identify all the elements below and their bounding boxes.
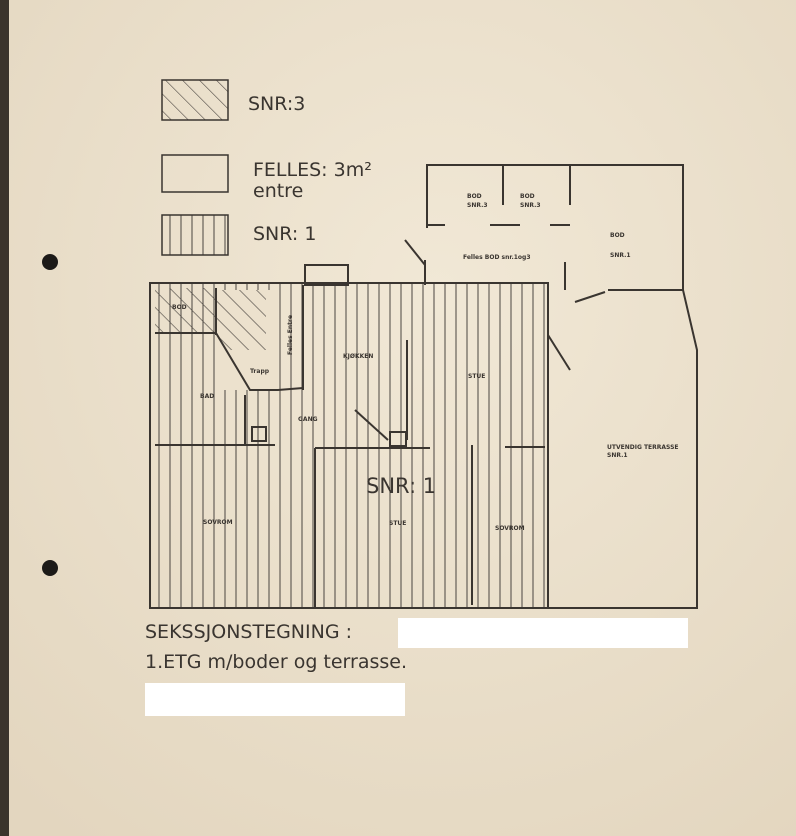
legend-label-snr3: SNR:3 bbox=[248, 93, 305, 115]
room-label: SOVROM bbox=[203, 519, 233, 526]
unit-center-label: SNR: 1 bbox=[366, 474, 436, 498]
room-label: STUE bbox=[468, 373, 485, 380]
legend: SNR:3 FELLES: 3m² entre SNR: 1 bbox=[161, 79, 372, 256]
room-label: UTVENDIG TERRASSE bbox=[607, 444, 679, 451]
legend-swatch-hatch bbox=[161, 79, 229, 121]
legend-swatch-empty bbox=[161, 154, 229, 193]
room-label: BAD bbox=[200, 393, 214, 400]
room-label: BOD bbox=[610, 232, 625, 239]
redacted-box bbox=[398, 618, 688, 648]
room-label: SNR.3 bbox=[467, 202, 488, 209]
legend-label-felles: FELLES: 3m² bbox=[253, 159, 372, 181]
legend-swatch-vertical bbox=[161, 214, 229, 256]
room-label: KJØKKEN bbox=[343, 353, 373, 360]
room-label: SNR.1 bbox=[610, 252, 631, 259]
room-label: BOD bbox=[520, 193, 535, 200]
room-label: BOD bbox=[172, 304, 187, 311]
legend-sublabel-entre: entre bbox=[253, 180, 303, 202]
redacted-box bbox=[145, 683, 405, 716]
room-label: SNR.1 bbox=[607, 452, 628, 459]
footer-title: SEKSSJONSTEGNING : bbox=[145, 621, 352, 643]
punch-hole bbox=[42, 560, 58, 576]
punch-hole bbox=[42, 254, 58, 270]
room-label: BOD bbox=[467, 193, 482, 200]
footer-subtitle: 1.ETG m/boder og terrasse. bbox=[145, 651, 407, 673]
room-label: Trapp bbox=[250, 368, 270, 375]
paper-edge bbox=[0, 0, 9, 836]
room-label: GANG bbox=[298, 416, 318, 423]
plan bbox=[149, 164, 698, 609]
room-label: STUE bbox=[389, 520, 406, 527]
room-label: Felles Entre bbox=[287, 315, 294, 355]
room-label: SOVROM bbox=[495, 525, 525, 532]
room-labels: BOD SNR.3 BOD SNR.3 BOD SNR.1 Felles BOD… bbox=[172, 193, 679, 532]
legend-label-snr1: SNR: 1 bbox=[253, 223, 316, 245]
room-label: Felles BOD snr.1og3 bbox=[463, 254, 531, 261]
room-label: SNR.3 bbox=[520, 202, 541, 209]
